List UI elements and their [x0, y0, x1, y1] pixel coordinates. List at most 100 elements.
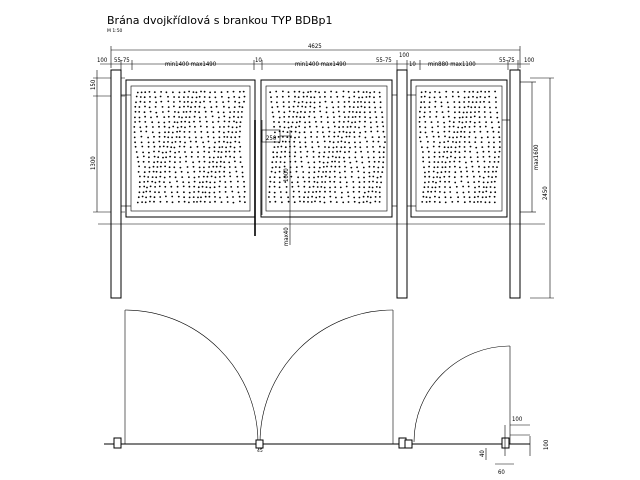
- dim-top-offset: 150: [90, 79, 97, 90]
- perforation-dot: [173, 146, 176, 149]
- perforation-dot: [349, 131, 351, 134]
- perforation-dot: [453, 101, 456, 103]
- perforation-dot: [178, 145, 181, 148]
- perforation-dot: [488, 150, 490, 153]
- perforation-dot: [478, 106, 481, 109]
- perforation-dot: [483, 166, 486, 169]
- perforation-dot: [346, 126, 349, 128]
- perforation-dot: [452, 141, 454, 143]
- perforation-dot: [198, 111, 201, 114]
- hinge-mark: 45: [257, 448, 263, 454]
- perforation-dot: [465, 121, 468, 123]
- perforation-dot: [497, 161, 500, 163]
- perforation-dot: [144, 115, 147, 118]
- perforation-dot: [308, 176, 310, 179]
- perforation-dot: [270, 170, 273, 173]
- perforation-dot: [349, 125, 352, 128]
- perforation-dot: [486, 181, 489, 184]
- perforation-dot: [157, 156, 160, 159]
- perforation-dot: [374, 200, 377, 203]
- perforation-dot: [319, 190, 321, 193]
- perforation-dot: [152, 141, 155, 144]
- perforation-dot: [348, 105, 351, 108]
- perforation-dot: [184, 141, 186, 144]
- perforation-dot: [324, 100, 327, 103]
- perforation-dot: [212, 165, 215, 168]
- perforation-dot: [144, 91, 147, 94]
- perforation-dot: [144, 121, 147, 123]
- perforation-dot: [134, 121, 137, 123]
- perforation-dot: [300, 110, 302, 113]
- perforation-dot: [183, 196, 186, 199]
- perforation-dot: [203, 96, 206, 98]
- perforation-dot: [433, 200, 436, 203]
- perforation-dot: [454, 146, 457, 149]
- perforation-dot: [440, 171, 443, 174]
- perforation-dot: [228, 161, 231, 164]
- dim-leaf-left: min1400 max1490: [165, 61, 217, 68]
- perforation-dot: [332, 151, 334, 153]
- perforation-dot: [278, 116, 281, 119]
- perforation-pattern-left: [133, 90, 246, 204]
- perforation-dot: [433, 151, 436, 154]
- perforation-dot: [208, 161, 211, 164]
- perforation-dot: [312, 150, 315, 153]
- perforation-dot: [448, 171, 451, 173]
- perforation-dot: [318, 160, 321, 163]
- perforation-dot: [159, 145, 161, 148]
- perforation-dot: [234, 136, 237, 139]
- perforation-dot: [427, 140, 429, 143]
- perforation-dot: [239, 130, 241, 133]
- perforation-dot: [221, 95, 223, 98]
- perforation-dot: [342, 126, 344, 128]
- perforation-dot: [419, 136, 421, 139]
- perforation-dot: [220, 151, 223, 154]
- perforation-dot: [143, 101, 146, 103]
- perforation-dot: [283, 161, 286, 164]
- perforation-dot: [355, 111, 358, 114]
- perforation-dot: [202, 181, 204, 184]
- perforation-dot: [303, 196, 305, 199]
- perforation-dot: [155, 170, 158, 173]
- perforation-dot: [454, 165, 456, 168]
- perforation-dot: [168, 121, 171, 123]
- perforation-dot: [147, 136, 150, 139]
- perforation-dot: [460, 135, 462, 138]
- perforation-dot: [379, 106, 382, 109]
- perforation-dot: [313, 106, 316, 109]
- perforation-dot: [199, 170, 201, 173]
- perforation-dot: [319, 105, 321, 108]
- perforation-dot: [169, 155, 172, 158]
- perforation-dot: [472, 95, 474, 98]
- post-middle: [396, 69, 408, 299]
- perforation-dot: [178, 96, 180, 98]
- perforation-dot: [203, 166, 205, 169]
- perforation-dot: [133, 136, 136, 139]
- perforation-dot: [141, 195, 144, 198]
- perforation-dot: [204, 116, 207, 118]
- post-right: [509, 69, 521, 299]
- perforation-dot: [297, 101, 300, 104]
- perforation-dot: [452, 136, 454, 139]
- perforation-dot: [468, 136, 471, 138]
- perforation-dot: [190, 106, 192, 109]
- perforation-dot: [287, 95, 290, 98]
- perforation-dot: [357, 101, 359, 103]
- perforation-dot: [352, 186, 355, 189]
- perforation-dot: [467, 105, 470, 108]
- perforation-dot: [238, 101, 241, 104]
- perforation-dot: [138, 165, 141, 168]
- perforation-dot: [428, 156, 430, 159]
- perforation-dot: [243, 196, 246, 198]
- perforation-dot: [438, 186, 441, 188]
- perforation-dot: [444, 196, 447, 199]
- perforation-dot: [212, 156, 215, 159]
- perforation-dot: [441, 111, 444, 113]
- perforation-dot: [274, 200, 277, 203]
- perforation-dot: [238, 105, 241, 108]
- perforation-dot: [368, 165, 371, 168]
- perforation-dot: [455, 141, 458, 144]
- perforation-dot: [140, 135, 143, 138]
- perforation-dot: [184, 126, 186, 129]
- perforation-dot: [159, 200, 162, 203]
